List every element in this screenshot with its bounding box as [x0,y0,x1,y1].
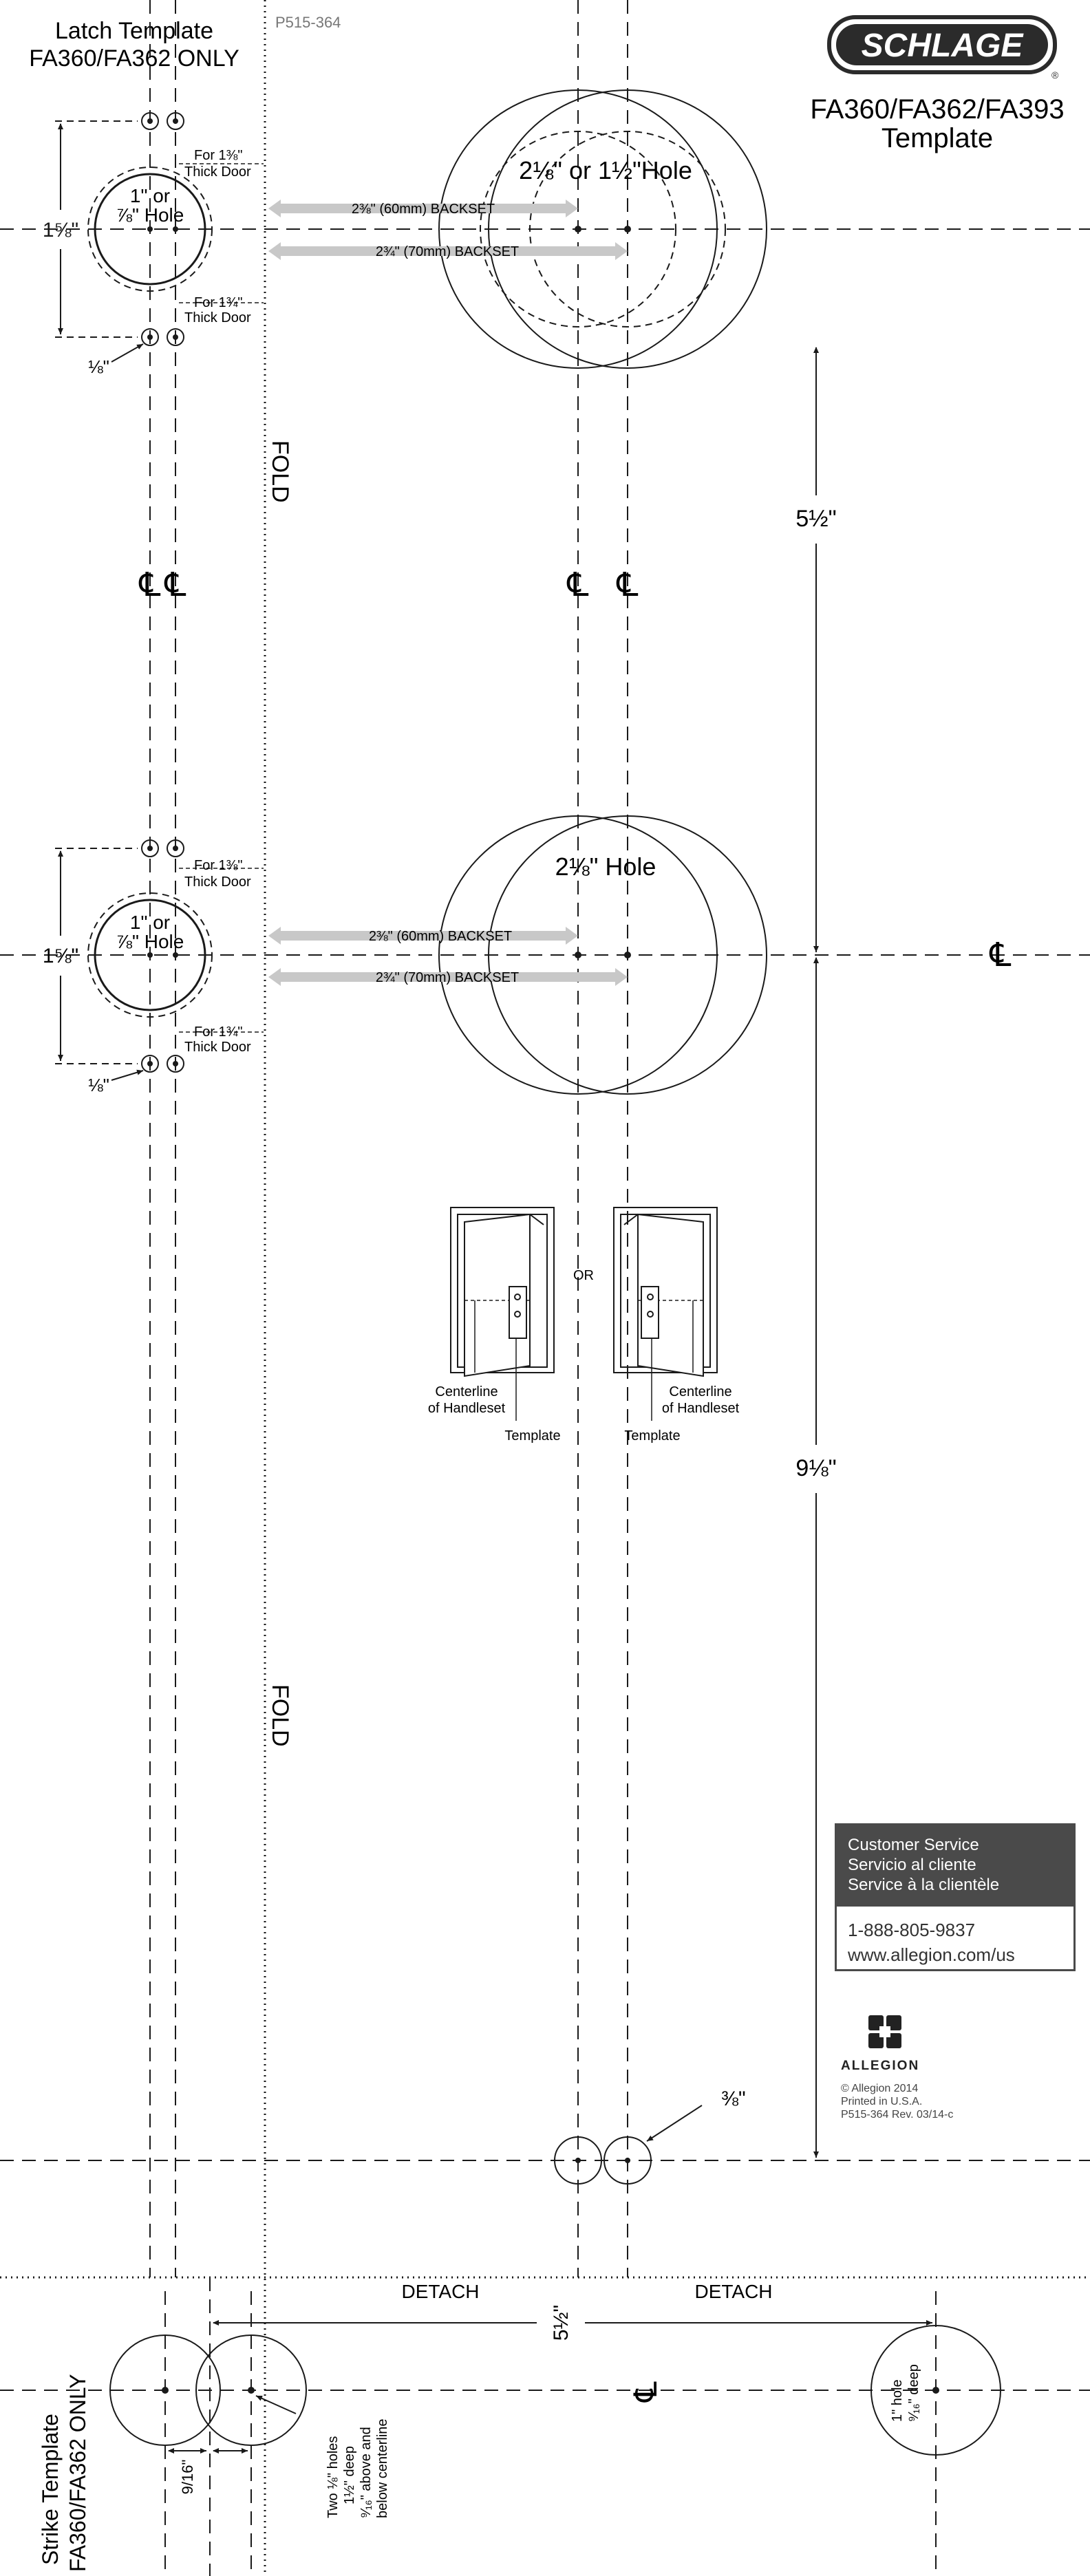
customer-service-line1: Customer Service [848,1836,979,1854]
strike-right-hole-line2: ⁹⁄₁₆" deep [906,2364,921,2422]
backset-60-lower: 2⅜" (60mm) BACKSET [369,929,512,944]
illustration-left-centerline-line2: of Handleset [428,1401,506,1416]
latch-lower-note-top-line2: Thick Door [184,874,251,890]
dim-small-hole: ⅜" [721,2087,746,2110]
centerline-marker-2: ℄ [164,567,186,603]
strike-dim-small: 9/16" [179,2460,196,2495]
customer-service-line3: Service à la clientèle [848,1876,1000,1894]
latch-lower-offset-dim: ⅛" [88,1075,109,1095]
schlage-logo: SCHLAGE ® [827,15,1059,80]
strike-note-line2: 1½" deep [342,2446,357,2504]
latch-upper-height-dim: 1⅝" [43,219,78,242]
latch-lower-hole-line2: ⅞" Hole [116,931,184,952]
centerline-marker-3: ℄ [567,567,589,603]
strike-template: 5½" ℄ 9/16" Two ⅛" holes 1½" deep ⁹⁄₁₆" … [0,2277,1090,2576]
latch-upper-note-top-line1: For 1⅜" [194,148,242,163]
fold-label-lower: FOLD [267,1684,293,1747]
backset-arrows-lower: 2⅜" (60mm) BACKSET 2¾" (70mm) BACKSET [268,927,628,986]
detach-label-left: DETACH [401,2281,479,2302]
bore-upper: 2⅛" or 1½"Hole [438,89,767,369]
vertical-dimensions: 5½" 9⅛" [795,347,837,2158]
strike-note-line4: below centerline [375,2418,390,2518]
illustration-left-centerline-line1: Centerline [435,1384,498,1399]
customer-service-url: www.allegion.com/us [848,1944,1015,1965]
backset-arrows-upper: 2⅜" (60mm) BACKSET 2¾" (70mm) BACKSET [268,200,628,260]
latch-title-line1: Latch Template [55,18,213,44]
strike-centerline: ℄ [628,2381,663,2403]
customer-service-box: Customer Service Servicio al cliente Ser… [835,1823,1076,1971]
copyright-line2: Printed in U.S.A. [841,2096,923,2107]
door-illustration-left [450,1207,555,1421]
strike-right-hole-line1: 1" hole [890,2379,905,2422]
customer-service-line2: Servicio al cliente [848,1856,976,1874]
latch-lower-note-bottom-line2: Thick Door [184,1040,251,1055]
bore-lower: 2⅛" Hole [438,815,767,1095]
dim-lower: 9⅛" [795,1455,836,1481]
template-title-line1: FA360/FA362/FA393 [810,94,1064,125]
customer-service-header: Customer Service Servicio al cliente Ser… [837,1825,1073,1907]
centerline-marker-right: ℄ [990,937,1012,974]
dim-upper: 5½" [795,506,836,532]
copyright-line1: © Allegion 2014 [841,2083,919,2094]
strike-title-line2: FA360/FA362 ONLY [65,2374,90,2572]
latch-upper-note-bottom-line2: Thick Door [184,310,251,325]
brand-wordmark: SCHLAGE [862,28,1025,64]
latch-upper-hole-line2: ⅞" Hole [116,204,184,226]
small-holes: ⅜" [554,2087,746,2185]
centerline-marker-4: ℄ [617,567,639,603]
latch-lower-note-bottom-line1: For 1¾" [194,1024,242,1040]
backset-70-upper: 2¾" (70mm) BACKSET [376,244,519,259]
fold-label-upper: FOLD [267,440,293,503]
illustration-or: OR [573,1268,594,1283]
guide-lines [0,0,1090,2277]
latch-title-line2: FA360/FA362 ONLY [29,45,239,72]
illustration-right-centerline-line2: of Handleset [662,1401,740,1416]
upper-hole-label: 2⅛" or 1½"Hole [519,156,692,184]
strike-dim-width: 5½" [550,2305,573,2341]
latch-template-lower: 1⅝" 1" or ⅞" Hole For 1⅜" Thick Door For… [43,839,264,1095]
latch-upper-hole-line1: 1" or [130,185,170,206]
strike-title-line1: Strike Template [38,2414,63,2565]
latch-lower-hole-line1: 1" or [130,912,170,933]
copyright-block: © Allegion 2014 Printed in U.S.A. P515-3… [841,2082,953,2121]
latch-upper-note-bottom-line1: For 1¾" [194,295,242,310]
centerline-marker-1: ℄ [139,567,161,603]
latch-lower-height-dim: 1⅝" [43,945,78,967]
allegion-logo: ALLEGION [841,2012,937,2074]
template-title-line2: Template [881,123,993,153]
latch-lower-note-top-line1: For 1⅜" [194,858,242,873]
latch-template-upper: 1⅝" 1" or ⅞" Hole For 1⅜" Thick Door For… [43,112,264,377]
door-illustration-right [613,1207,718,1421]
illustration-left-template: Template [504,1428,560,1443]
allegion-mark-icon [868,2015,901,2048]
illustration-right-centerline-line1: Centerline [669,1384,731,1399]
strike-note-line1: Two ⅛" holes [325,2436,341,2518]
illustration-right-template: Template [624,1428,680,1443]
doc-code: P515-364 [275,14,341,31]
brand-registered-mark: ® [1051,69,1059,80]
allegion-wordmark: ALLEGION [841,2059,920,2073]
detach-label-right: DETACH [694,2281,772,2302]
copyright-line3: P515-364 Rev. 03/14-c [841,2109,954,2121]
latch-upper-offset-dim: ⅛" [88,356,109,377]
lower-hole-label: 2⅛" Hole [555,852,656,881]
backset-60-upper: 2⅜" (60mm) BACKSET [352,202,495,217]
backset-70-lower: 2¾" (70mm) BACKSET [376,970,519,985]
customer-service-phone: 1-888-805-9837 [848,1920,976,1940]
latch-upper-note-top-line2: Thick Door [184,164,251,180]
strike-note-line3: ⁹⁄₁₆" above and [359,2427,374,2518]
